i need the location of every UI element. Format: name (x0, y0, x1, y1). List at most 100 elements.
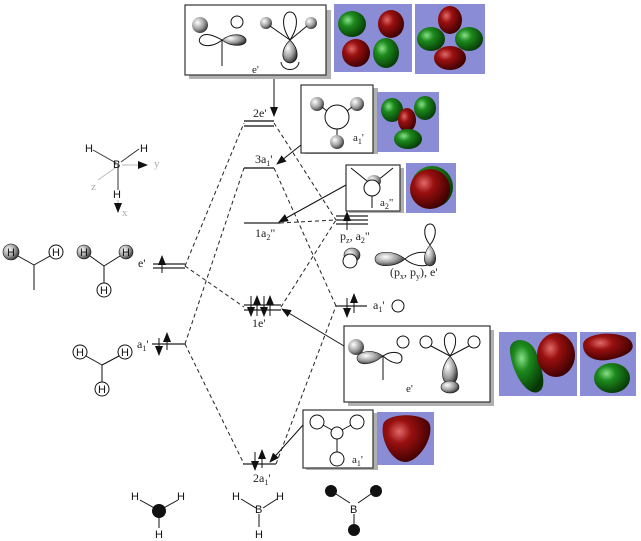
text-label: H (100, 285, 108, 297)
axis-y-label: y (154, 158, 160, 170)
arrow-to-1e (281, 308, 345, 347)
box-3a1: a1' (300, 84, 378, 154)
mo-level-1e: 1e' (244, 295, 281, 330)
orbital-render-2a1 (377, 412, 434, 465)
box-2a1: a1' (302, 409, 378, 470)
bh3-axes-reference: H H B H y z x (85, 143, 160, 219)
mo-level-2a1: 2a1' (243, 449, 276, 487)
text-label: 1 (358, 137, 362, 146)
text-label: H (131, 491, 139, 503)
text-label: , p (404, 265, 416, 279)
svg-text:a1': a1' (352, 454, 363, 468)
text-label: y (416, 272, 420, 281)
text-label: 2a (253, 471, 265, 485)
text-label: e' (406, 383, 413, 395)
orbital-render-1e-b (580, 332, 636, 396)
h3-a1-group: H H H a1' (72, 332, 185, 397)
arrow-to-2a1 (269, 424, 304, 463)
text-label: (p (390, 265, 400, 279)
text-label: H (85, 143, 93, 155)
text-label: p (340, 229, 346, 243)
h3-eprime-group: H H H H H e' (2, 243, 146, 298)
text-label: 1 (378, 305, 382, 314)
text-label: a (380, 197, 385, 209)
text-label: , a (350, 229, 362, 243)
p-lobe-icon (198, 34, 223, 47)
orbital-render-1e-a (499, 332, 577, 396)
svg-text:(px, py), e': (px, py), e' (390, 265, 437, 281)
text-label: " (270, 226, 275, 240)
text-label: 3a (255, 152, 267, 166)
svg-text:a2": a2" (380, 197, 393, 211)
correlation-lines (184, 122, 337, 465)
text-label: H (76, 347, 84, 359)
text-label: a (353, 132, 358, 144)
text-label: H (155, 529, 163, 541)
text-label: H (113, 189, 121, 201)
mo-level-3a1: 3a1' (244, 152, 274, 169)
orbital-render-2e-b (415, 4, 485, 74)
mo-level-1a2: 1a2" (244, 222, 280, 242)
bottom-h3-fragment: H H H (131, 491, 185, 541)
pointer-arrows (269, 79, 347, 463)
arrow-to-3a1 (276, 144, 302, 165)
text-label: 1 (266, 159, 270, 168)
text-label: H (121, 347, 129, 359)
level-h3-eprime (153, 255, 185, 273)
svg-text:1a2": 1a2" (255, 226, 275, 242)
text-label: a (137, 337, 143, 351)
text-label: z (346, 236, 350, 245)
text-label: 1e' (252, 316, 266, 330)
box-top-eprime: e' (184, 4, 331, 79)
b-level-pz: pz, a2" (336, 211, 370, 245)
bottom-b-only: B (325, 485, 382, 536)
text-label: H (276, 491, 284, 503)
mo-level-2e: 2e' (244, 106, 274, 127)
svg-text:pz, a2": pz, a2" (340, 229, 370, 245)
text-label: 2 (266, 233, 270, 242)
svg-text:2a1': 2a1' (253, 471, 271, 487)
text-label: ' (270, 152, 272, 166)
text-label: B (113, 159, 120, 171)
text-label: ' (361, 454, 363, 466)
text-label: 2 (385, 202, 389, 211)
text-label: H (255, 529, 263, 541)
text-label: H (98, 384, 106, 396)
text-label: ' (146, 337, 148, 351)
svg-text:a1': a1' (353, 132, 364, 146)
text-label: H (177, 491, 185, 503)
h-sphere-icon (192, 17, 208, 33)
text-label: H (232, 491, 240, 503)
text-label: a (352, 454, 357, 466)
box-1a2: a2" (345, 164, 404, 213)
b-orbital-sketches: (px, py), e' (342, 223, 437, 281)
text-label: 1 (357, 459, 361, 468)
text-label: ), e' (420, 265, 437, 279)
text-label: H (80, 247, 88, 259)
text-label: " (389, 197, 394, 209)
text-label: x (400, 272, 404, 281)
text-label: 1 (142, 344, 146, 353)
axis-x-label: x (122, 207, 128, 219)
text-label: 2 (361, 236, 365, 245)
orbital-render-3a1 (377, 92, 439, 152)
text-label: B (255, 504, 262, 516)
text-label: ' (268, 471, 270, 485)
text-label: 1a (255, 226, 267, 240)
box-1e: e' (343, 325, 494, 406)
text-label: ' (382, 298, 384, 312)
text-label: ' (362, 132, 364, 144)
svg-text:a1': a1' (373, 298, 385, 314)
text-label: H (7, 247, 15, 259)
arrow-to-1a2 (278, 184, 347, 223)
b-level-a1: a1' (336, 293, 405, 318)
text-label: B (350, 504, 357, 516)
label-eprime-top: e' (252, 64, 259, 76)
orbital-render-2e-a (334, 4, 412, 72)
text-label: " (365, 229, 370, 243)
text-label: e' (138, 256, 146, 270)
text-label: H (122, 247, 130, 259)
text-label: H (52, 247, 60, 259)
text-label: a (373, 298, 379, 312)
